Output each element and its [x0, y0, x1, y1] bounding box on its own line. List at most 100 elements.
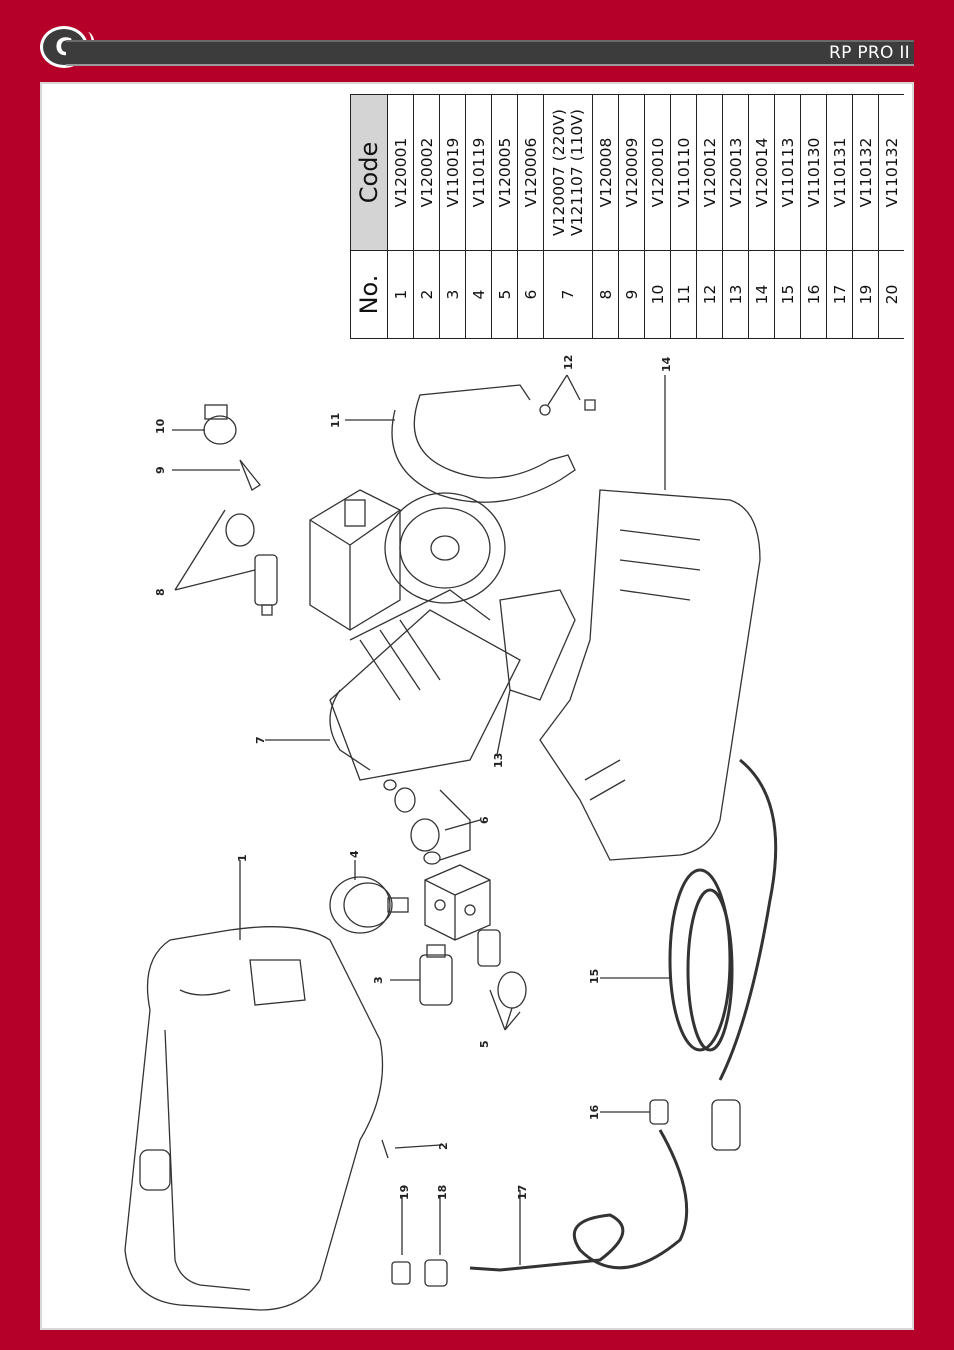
table-header-row: No. Code	[350, 94, 388, 339]
part-nozzle	[239, 459, 261, 491]
part-pump-motor	[309, 489, 521, 781]
callout-18: 18	[436, 1185, 449, 1200]
part-no: 14	[748, 250, 775, 339]
no-column-header: No.	[350, 250, 388, 339]
content-panel	[40, 82, 914, 1330]
part-code: V120014	[748, 94, 775, 251]
part-code: V110132	[878, 94, 904, 251]
part-code: V110131	[826, 94, 853, 251]
callout-2: 2	[437, 1142, 450, 1150]
page-title: RP PRO II	[828, 43, 910, 63]
part-code: V120012	[696, 94, 723, 251]
part-no: 15	[774, 250, 801, 339]
callout-8: 8	[154, 588, 167, 596]
part-code-110v: V121107 (110V)	[568, 109, 586, 236]
part-code: V110110	[670, 94, 697, 251]
part-code: V120013	[722, 94, 749, 251]
part-no: 17	[826, 250, 853, 339]
callout-5: 5	[478, 1040, 491, 1048]
callout-16: 16	[588, 1104, 601, 1120]
callout-4: 4	[348, 850, 361, 858]
part-code: V110113	[774, 94, 801, 251]
callout-12: 12	[562, 355, 575, 370]
part-no: 6	[517, 250, 544, 339]
callout-14: 14	[660, 356, 673, 372]
callout-1: 1	[236, 854, 249, 862]
callout-19: 19	[398, 1185, 411, 1200]
part-code: V120006	[517, 94, 544, 251]
part-code: V120007 (220V)V121107 (110V)	[543, 94, 593, 251]
part-no: 19	[852, 250, 879, 339]
part-no: 11	[670, 250, 697, 339]
part-base	[539, 489, 761, 861]
part-seal-set	[383, 779, 471, 865]
part-fitting	[419, 944, 453, 1006]
part-no: 4	[465, 250, 492, 339]
part-code: V120001	[387, 94, 414, 251]
part-adapter	[649, 1099, 669, 1125]
part-no: 10	[644, 250, 671, 339]
callout-3: 3	[372, 976, 385, 984]
part-code: V110130	[800, 94, 827, 251]
part-bolts	[539, 399, 596, 416]
part-screw	[381, 1139, 389, 1159]
part-gauge	[329, 876, 409, 934]
part-code: V110019	[439, 94, 466, 251]
part-no: 5	[491, 250, 518, 339]
part-code: V120008	[592, 94, 619, 251]
part-cover	[124, 926, 384, 1311]
part-code: V120005	[491, 94, 518, 251]
part-bracket	[499, 589, 576, 701]
callout-6: 6	[478, 816, 491, 824]
part-no: 8	[592, 250, 619, 339]
part-quick-connector	[203, 404, 237, 445]
part-code: V110119	[465, 94, 492, 251]
part-code: V120009	[618, 94, 645, 251]
part-code: V120002	[413, 94, 440, 251]
code-column-header: Code	[350, 94, 388, 251]
header-bar: RP PRO II	[66, 40, 914, 66]
part-high-pressure-hose	[469, 1129, 689, 1272]
part-valve-block	[424, 864, 491, 941]
callout-9: 9	[154, 466, 167, 474]
part-no: 9	[618, 250, 645, 339]
callout-13: 13	[492, 753, 505, 768]
part-code: V110132	[852, 94, 879, 251]
part-power-cable	[668, 758, 778, 1151]
callout-7: 7	[254, 736, 267, 744]
part-no: 7	[543, 250, 593, 339]
part-no: 3	[439, 250, 466, 339]
part-code: V120010	[644, 94, 671, 251]
part-gun-fittings	[391, 1259, 448, 1287]
callout-11: 11	[329, 413, 342, 428]
part-no: 1	[387, 250, 414, 339]
part-handle-strap	[391, 384, 576, 503]
part-no: 13	[722, 250, 749, 339]
part-code-220v: V120007 (220V)	[550, 109, 568, 236]
part-no: 20	[878, 250, 904, 339]
part-no: 12	[696, 250, 723, 339]
callout-10: 10	[154, 418, 167, 434]
